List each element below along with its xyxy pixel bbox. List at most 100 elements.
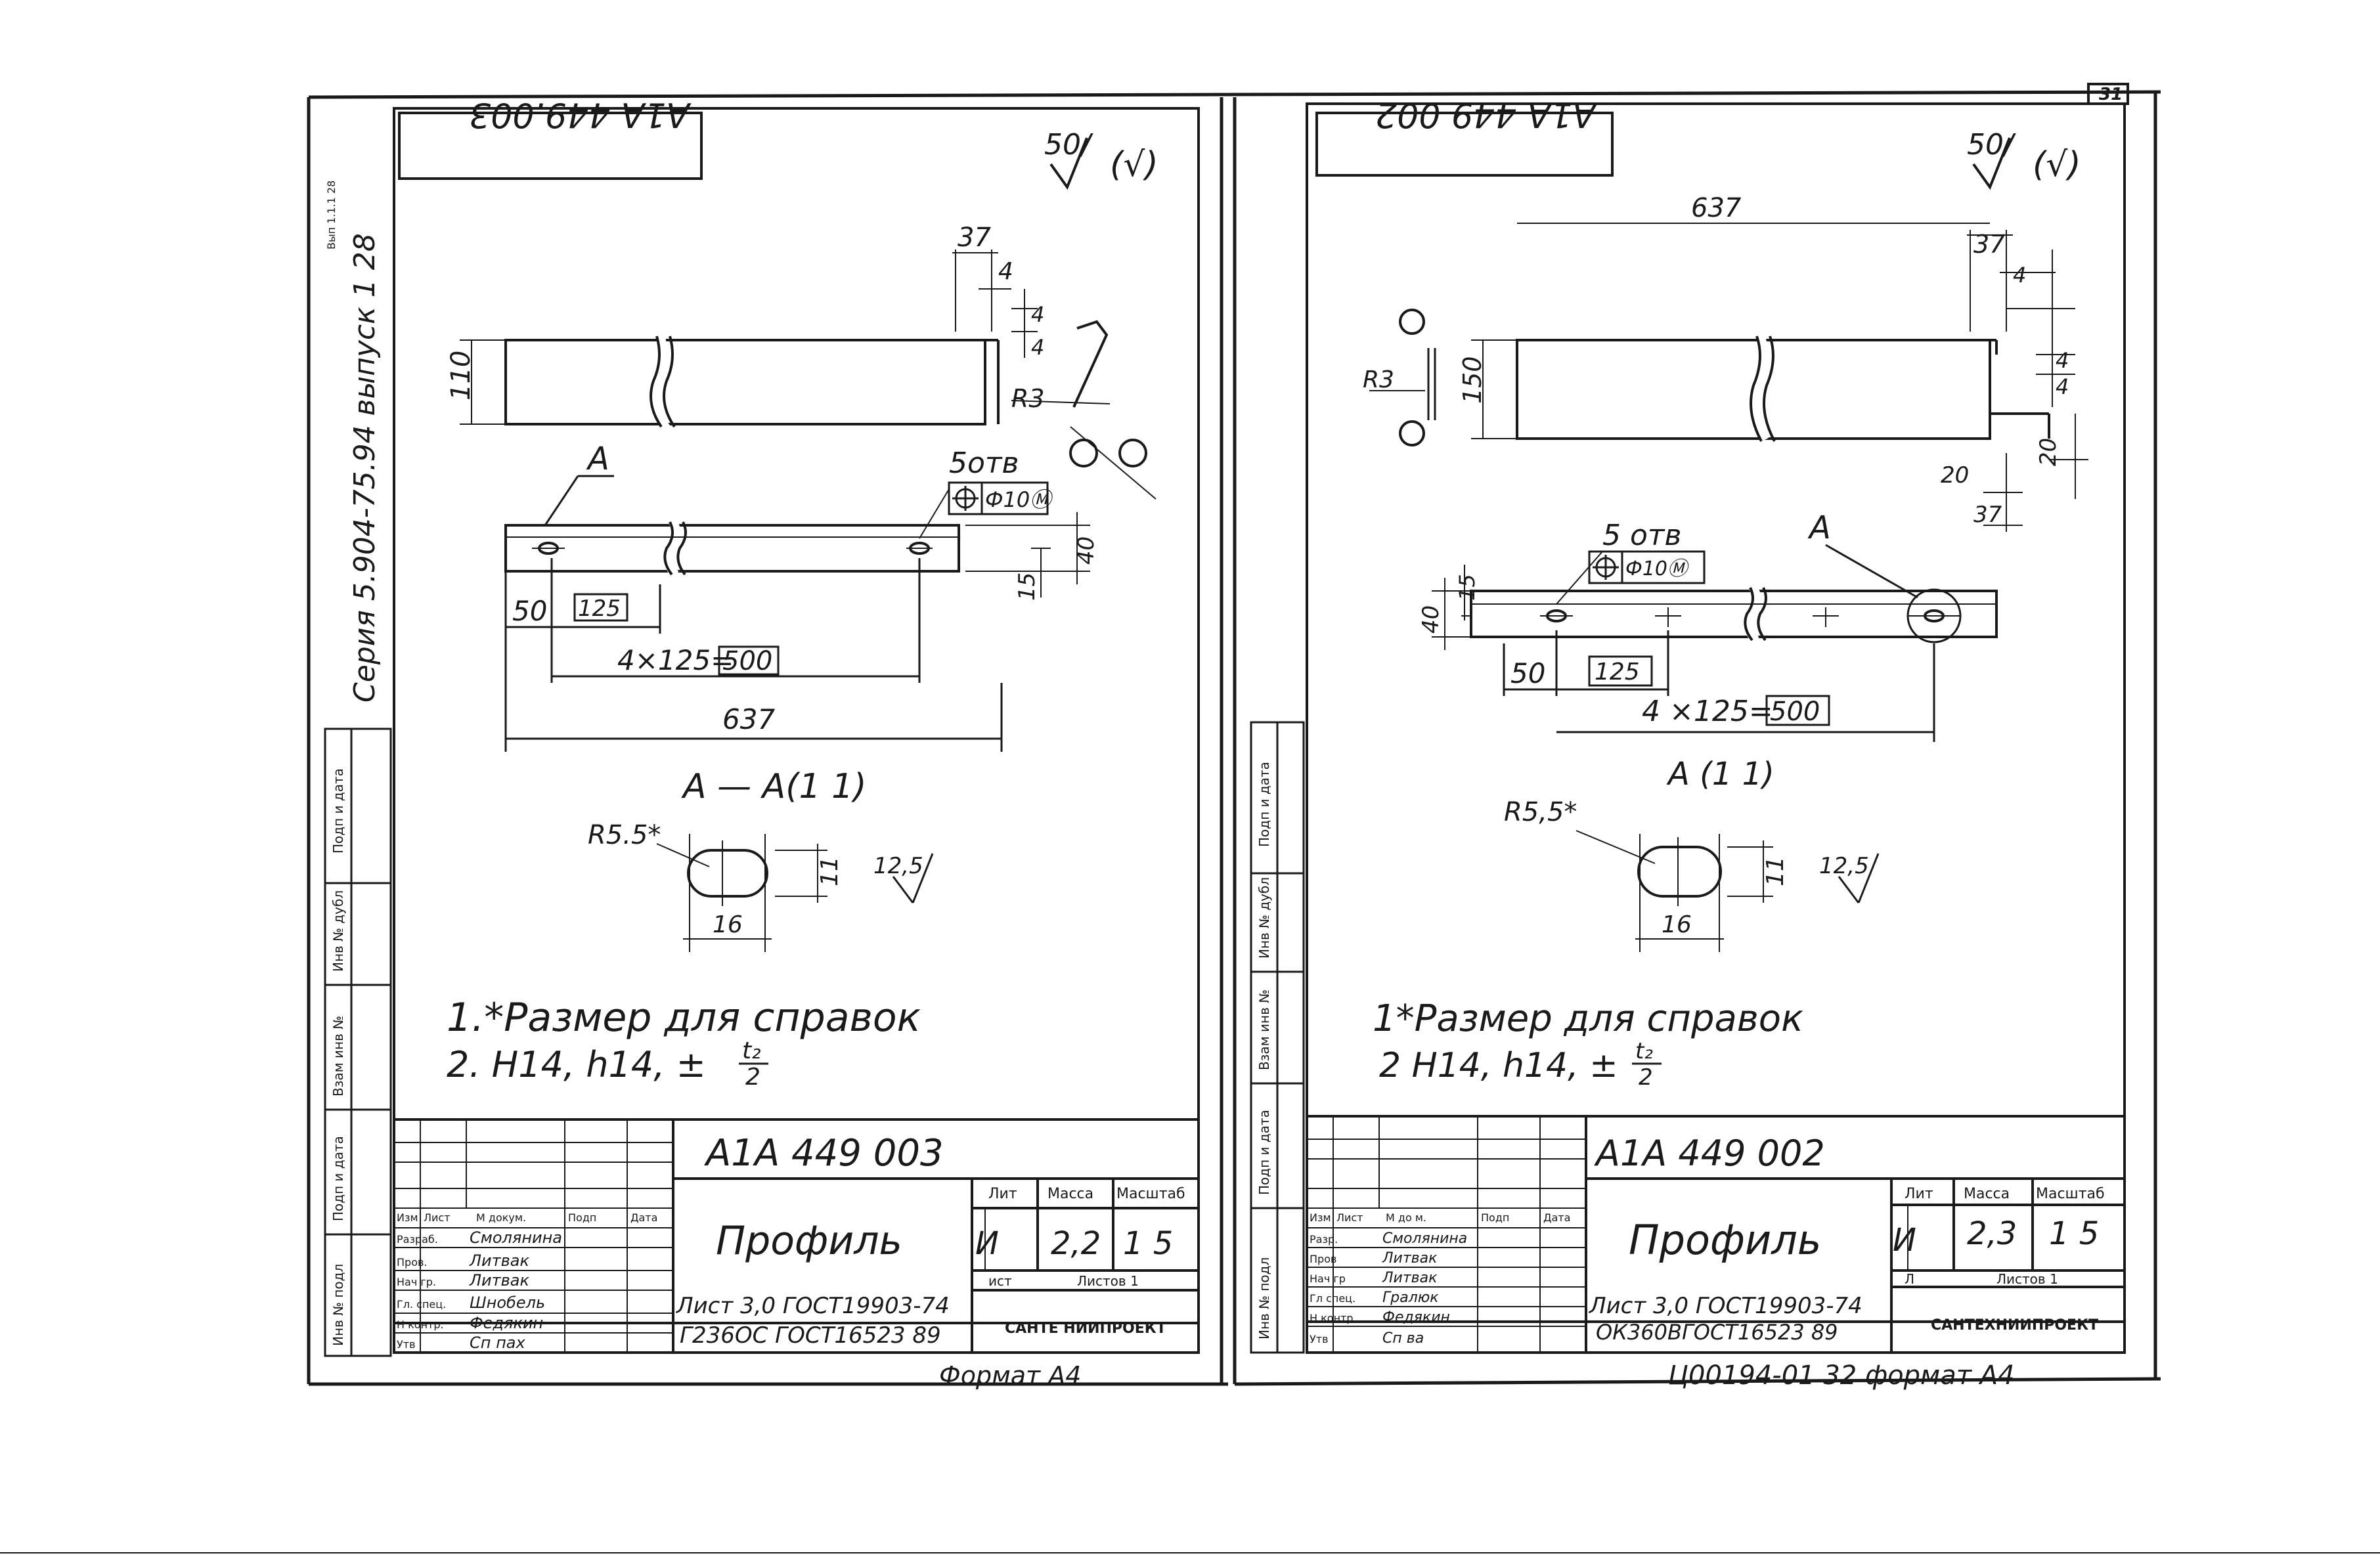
right-section: A (1 1) R5,5* 11 16 12,5 <box>1504 756 1880 952</box>
left-tb-header: Изм Лист М докум. Подп Дата <box>397 1211 657 1224</box>
right-tb-header: Изм Лист М до м. Подп Дата <box>1310 1211 1570 1224</box>
left-tb-mass-value: 2,2 <box>1051 1225 1101 1262</box>
left-tb-sheet-label: ист <box>988 1273 1012 1289</box>
right-tb-name-0: Смолянина <box>1382 1230 1467 1247</box>
right-tb-name-4: Федякин <box>1382 1309 1450 1326</box>
left-tb-lit-label: Лит <box>988 1186 1017 1202</box>
outer-frame <box>307 90 2161 1386</box>
left-d15: 15 <box>1014 573 1040 601</box>
left-tb-role-2: Нач гр. <box>397 1276 436 1288</box>
right-tb-lit-value: И <box>1893 1222 1916 1259</box>
left-d4b: 4 <box>1031 302 1044 327</box>
side-label-2: Инв № дубл <box>330 890 346 972</box>
left-hole-spec: Ф10Ⓜ <box>985 487 1054 512</box>
left-horizontal-dim-labels: 50 125 4×125= 500 637 <box>512 595 775 735</box>
left-d11: 11 <box>816 856 843 886</box>
right-inner-frame <box>1306 83 2129 1323</box>
right-tb-role-3: Гл спец. <box>1310 1292 1355 1305</box>
right-notes: 1*Размер для справок 2 H14, h14, ± t₂ 2 <box>1373 997 1803 1091</box>
left-tb-name-1: Литвак <box>469 1251 529 1270</box>
right-profile-elevation <box>1369 223 2088 532</box>
left-tb-role-4: Н контр. <box>397 1318 444 1331</box>
right-d150: 150 <box>1458 356 1487 404</box>
side-label-5: Инв № подл <box>330 1264 346 1346</box>
left-d110: 110 <box>446 351 476 401</box>
left-bottom-stamp: Формат А4 <box>939 1361 1081 1390</box>
series-label: Серия 5.904-75.94 выпуск 1 28 <box>348 233 382 703</box>
left-tb-name: Профиль <box>716 1218 902 1264</box>
left-code-top: A1A 449.003 <box>469 95 692 134</box>
side-label-r5: Инв № подл <box>1256 1257 1272 1339</box>
left-tb-h3: Подп <box>568 1211 596 1224</box>
right-rough12: 12,5 <box>1819 853 1869 879</box>
right-tb-material-1: Лист 3,0 ГОСТ19903-74 <box>1588 1293 1862 1319</box>
right-tb-code: A1A 449 002 <box>1594 1133 1825 1174</box>
right-tb-roles: Разр. Пров Нач гр Гл спец. Н контр Утв <box>1310 1233 1355 1345</box>
left-tb-lit-value: И <box>975 1225 999 1262</box>
right-d40: 40 <box>1418 605 1444 634</box>
left-d125: 125 <box>578 596 621 622</box>
left-horizontal-dims <box>504 558 1003 752</box>
right-tb-sheets-label: Листов 1 <box>1996 1271 2058 1287</box>
side-label-r4: Подп и дата <box>1256 1110 1272 1195</box>
right-d20b: 20 <box>2035 438 2061 466</box>
left-tb-name-0: Смолянина <box>470 1228 562 1247</box>
right-tb-name-3: Гралюк <box>1382 1290 1439 1306</box>
small-note: Вып 1.1.1 28 <box>325 181 338 250</box>
right-hole-spec: Ф10Ⓜ <box>1625 557 1690 580</box>
right-elevation-dims: 637 37 4 4 4 150 R3 20 20 37 <box>1363 193 2069 528</box>
left-tb-role-3: Гл. спец. <box>397 1298 446 1311</box>
left-elevation-dims: 37 4 4 4 110 R3 <box>446 223 1045 413</box>
left-tb-name-2: Литвак <box>469 1271 529 1290</box>
left-d4x125: 4×125= <box>617 644 734 676</box>
left-d37: 37 <box>958 223 991 253</box>
left-inner-frame <box>393 107 1200 1324</box>
left-rough12: 12,5 <box>873 853 923 879</box>
left-tb-material-1: Лист 3,0 ГОСТ19903-74 <box>675 1293 950 1319</box>
left-roughness-value: 50/ <box>1044 128 1093 162</box>
side-label-r1: Подп и дата <box>1256 762 1272 847</box>
right-roughness-value: 50/ <box>1967 128 2016 162</box>
right-holes: 5 отв <box>1602 519 1681 552</box>
right-tb-material-2: ОК360ВГОСТ16523 89 <box>1596 1320 1838 1345</box>
right-note-2: 2 H14, h14, ± <box>1379 1046 1618 1085</box>
right-marker-a: A <box>1807 510 1831 546</box>
right-tb-role-5: Утв <box>1310 1333 1329 1345</box>
right-code-box: A1A 449 002 <box>1315 95 1614 177</box>
right-side-strip <box>1250 721 1305 1354</box>
right-code-top: A1A 449 002 <box>1375 95 1598 134</box>
left-side-strip <box>324 728 392 1357</box>
right-tb-name-2: Литвак <box>1382 1270 1438 1286</box>
left-section-label: A — A(1 1) <box>681 767 866 806</box>
left-note-1: 1.*Размер для справок <box>447 995 921 1041</box>
left-tb-name-5: Сп пах <box>470 1334 525 1352</box>
right-d4x125: 4 ×125= <box>1642 695 1773 728</box>
right-tb-scale-value: 1 5 <box>2049 1215 2099 1252</box>
left-d50: 50 <box>512 595 547 627</box>
right-d50: 50 <box>1510 657 1545 689</box>
left-plan-labels: A 5отв Ф10Ⓜ 40 15 <box>586 441 1099 601</box>
right-d637: 637 <box>1691 193 1742 223</box>
right-tb-h2: М до м. <box>1386 1211 1426 1224</box>
left-tb-roles: Разраб. Пров. Нач гр. Гл. спец. Н контр.… <box>397 1233 446 1351</box>
right-tb-names: Смолянина Литвак Литвак Гралюк Федякин С… <box>1382 1230 1467 1347</box>
left-r55: R5.5* <box>588 820 661 850</box>
right-tb-role-2: Нач гр <box>1310 1272 1346 1285</box>
right-tb-lit-label: Лит <box>1905 1186 1933 1202</box>
left-tb-scale-label: Масштаб <box>1116 1186 1185 1202</box>
right-tb-h4: Дата <box>1543 1211 1570 1224</box>
right-tb-name: Профиль <box>1629 1216 1821 1264</box>
right-roughness-suffix: (√) <box>2033 145 2081 185</box>
left-tb-role-5: Утв <box>397 1338 416 1351</box>
left-tb-h2: М докум. <box>476 1211 526 1224</box>
left-roughness-suffix: (√) <box>1110 145 1158 185</box>
right-note-frac-top: t₂ <box>1635 1038 1653 1064</box>
left-d637: 637 <box>722 703 775 735</box>
right-bottom-stamp: Ц00194-01 32 формат А4 <box>1668 1360 2015 1391</box>
side-label-4: Подп и дата <box>330 1136 346 1221</box>
right-tb-h3: Подп <box>1481 1211 1509 1224</box>
right-tb-role-0: Разр. <box>1310 1233 1338 1246</box>
side-label-r3: Взам инв № <box>1256 989 1272 1070</box>
left-notes: 1.*Размер для справок 2. H14, h14, ± t₂ … <box>447 995 921 1091</box>
